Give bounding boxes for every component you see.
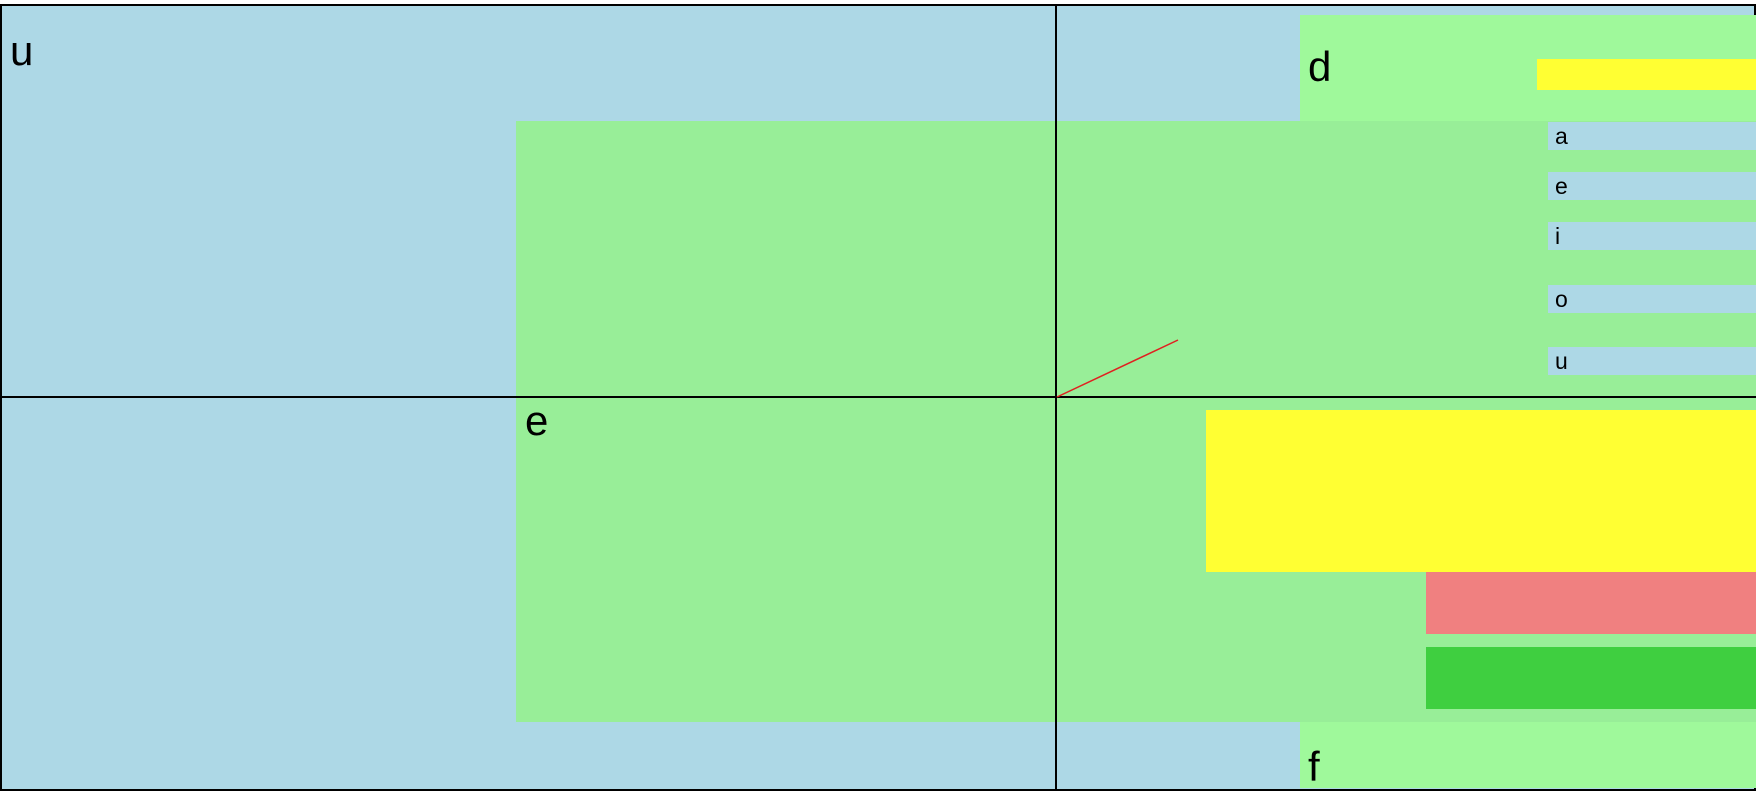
top-yellow-bar [1537, 59, 1756, 90]
salmon-block [1426, 572, 1756, 634]
label-top-right: d [1308, 43, 1332, 90]
red-line-segment [1056, 339, 1179, 398]
label-bottom-right: f [1308, 743, 1320, 790]
large-yellow-block [1206, 410, 1756, 572]
label-top-left: u [10, 27, 34, 74]
strong-green-block [1426, 647, 1756, 709]
list-item: o [1548, 285, 1756, 313]
list-item: a [1548, 122, 1756, 150]
horizontal-divider [0, 396, 1756, 398]
list-item: e [1548, 172, 1756, 200]
list-item: i [1548, 222, 1756, 250]
label-middle: e [525, 397, 549, 444]
list-item: u [1548, 347, 1756, 375]
bottom-right-panel [1300, 722, 1756, 788]
